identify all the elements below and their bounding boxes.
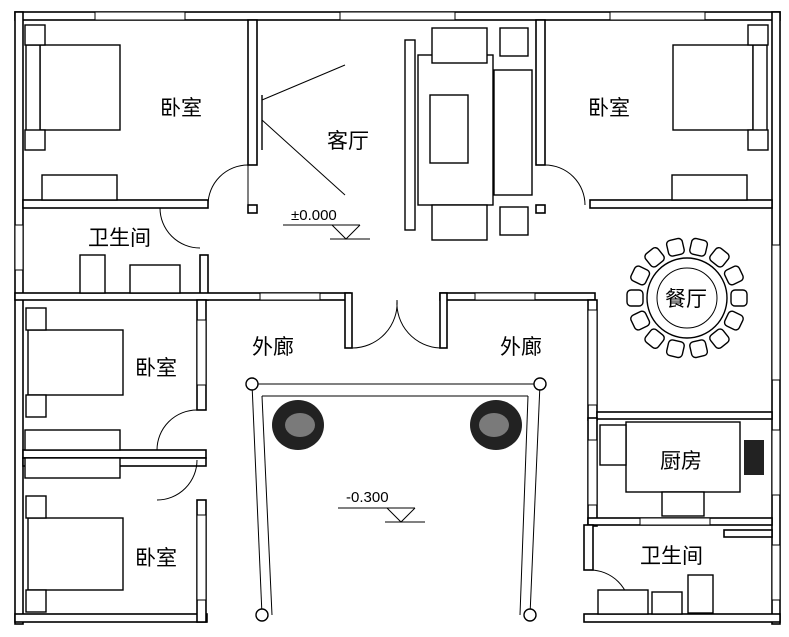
level-marker-courtyard: -0.300 (338, 489, 425, 523)
courtyard (245, 377, 547, 622)
dining-chair (709, 328, 730, 349)
column (533, 377, 547, 391)
dining-chairs (626, 237, 748, 359)
label-bathroom: 卫生间 (640, 545, 703, 568)
dining-chair (626, 289, 644, 307)
label-bedroom: 卧室 (160, 97, 202, 120)
dining-chair (665, 339, 685, 359)
doors (156, 64, 631, 611)
windows (14, 11, 781, 601)
plant-icon (470, 400, 522, 450)
dining-chair (644, 247, 665, 268)
label-bedroom: 卧室 (135, 547, 177, 570)
label-corridor: 外廊 (500, 336, 542, 359)
room-labels: 卧室 客厅 卧室 卫生间 餐厅 外廊 外廊 卧室 厨房 卧室 卫生间 (88, 97, 707, 570)
level-courtyard: -0.300 (346, 489, 389, 506)
label-bedroom: 卧室 (135, 357, 177, 380)
dining-chair (630, 310, 651, 331)
label-bathroom: 卫生间 (88, 227, 151, 250)
dining-chair (689, 339, 709, 359)
dining-chair (730, 289, 748, 307)
label-corridor: 外廊 (252, 336, 294, 359)
label-kitchen: 厨房 (660, 450, 702, 473)
label-living-room: 客厅 (327, 130, 369, 153)
dining-chair (723, 310, 744, 331)
dining-chair (665, 237, 685, 257)
dining-chair (644, 328, 665, 349)
level-marker-indoor: ±0.000 (283, 207, 370, 240)
plant-icon (272, 400, 324, 450)
furniture (24, 24, 769, 615)
level-indoor: ±0.000 (291, 207, 337, 224)
dining-chair (689, 237, 709, 257)
dining-chair (630, 265, 651, 286)
dining-chair (723, 265, 744, 286)
label-bedroom: 卧室 (588, 97, 630, 120)
dining-chair (709, 247, 730, 268)
column (255, 608, 269, 622)
column (245, 377, 259, 391)
column (523, 608, 537, 622)
label-dining-room: 餐厅 (665, 288, 707, 311)
